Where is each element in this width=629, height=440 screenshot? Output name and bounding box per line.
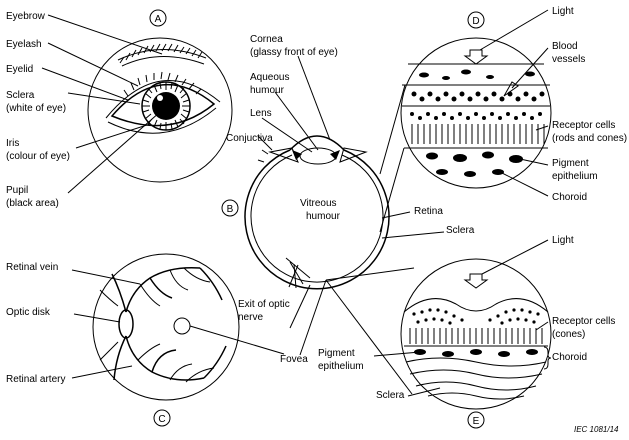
label-pigment-e-2: epithelium: [318, 361, 364, 372]
lens-shape: [299, 147, 337, 165]
label-iris-note: (colour of eye): [6, 151, 70, 162]
label-cornea-note: (glassy front of eye): [250, 47, 338, 58]
panel-c-marker: [153, 409, 171, 427]
retina-outline: [250, 154, 384, 283]
panel-d-connectors: [379, 84, 406, 233]
optic-disk-shape: [118, 309, 134, 339]
retinal-vessels: [111, 266, 227, 381]
panel-a-marker: [149, 9, 167, 27]
panel-e-leader-lines: [373, 239, 549, 397]
panel-d-letter: D: [472, 16, 479, 27]
label-pigment-d-2: epithelium: [552, 171, 598, 182]
blood-vessels-d: [419, 69, 535, 80]
label-light-e: Light: [552, 235, 574, 246]
fovea-shape: [173, 317, 191, 335]
light-arrow-d: [463, 49, 489, 65]
panel-d-circle: [400, 37, 552, 189]
cones-e: [404, 328, 548, 347]
iris-section: [292, 150, 340, 160]
panel-e-letter: E: [473, 416, 480, 427]
label-optic-nerve-2: nerve: [238, 312, 263, 323]
label-receptor-e: Receptor cells: [552, 316, 615, 327]
retina-layer-lines-d: [402, 63, 550, 149]
label-aqueous-2: humour: [250, 85, 285, 96]
lower-eyelid-line: [107, 107, 217, 134]
label-choroid-d: Choroid: [552, 192, 587, 203]
panel-b-letter: B: [227, 204, 234, 215]
light-arrow-e: [463, 273, 489, 289]
optic-nerve-shape: [285, 257, 311, 289]
label-iris: Iris: [6, 138, 19, 149]
label-vitreous-2: humour: [306, 211, 341, 222]
panel-e-connectors: [325, 267, 415, 395]
fovea-surface: [403, 298, 549, 313]
label-blood-vessels-2: vessels: [552, 54, 585, 65]
upper-eyelid-crease: [105, 80, 221, 119]
label-eyebrow: Eyebrow: [6, 11, 46, 22]
panel-c-fundus: Retinal vein Optic disk Retinal artery C: [6, 253, 285, 427]
panel-e-circle: [400, 258, 552, 410]
cone-nuclei-e: [412, 308, 540, 325]
label-retinal-vein: Retinal vein: [6, 262, 58, 273]
panel-b-marker: [221, 199, 239, 217]
label-receptor-e-note: (cones): [552, 329, 585, 340]
panel-a-external-eye: Eyebrow Eyelash Eyelid Sclera (white of …: [6, 9, 233, 209]
label-conjuctiva: Conjuctiva: [226, 133, 273, 144]
label-eyelid: Eyelid: [6, 64, 33, 75]
label-optic-nerve: Exit of optic: [238, 299, 290, 310]
panel-b-leader-lines: [257, 55, 445, 356]
label-blood-vessels: Blood: [552, 41, 578, 52]
label-cornea: Cornea: [250, 34, 283, 45]
panel-e-marker: [467, 411, 485, 429]
panel-d-marker: [467, 11, 485, 29]
label-pupil: Pupil: [6, 185, 28, 196]
label-eyelash: Eyelash: [6, 39, 42, 50]
label-receptor-d-note: (rods and cones): [552, 133, 627, 144]
eyebrow-drawing: [117, 43, 207, 67]
label-pigment-e: Pigment: [318, 348, 355, 359]
label-pupil-note: (black area): [6, 198, 59, 209]
label-pigment-d: Pigment: [552, 158, 589, 169]
label-retinal-artery: Retinal artery: [6, 374, 65, 385]
label-choroid-e: Choroid: [552, 352, 587, 363]
panel-a-leader-lines: [41, 14, 163, 194]
panel-a-letter: A: [155, 14, 162, 25]
panel-d-leader-lines: [479, 9, 549, 197]
label-lens: Lens: [250, 108, 272, 119]
choroid-bracket-e: [543, 346, 552, 370]
sclera-outline: [244, 149, 390, 290]
label-optic-disk: Optic disk: [6, 307, 51, 318]
iris-texture: [142, 82, 190, 130]
pigment-epithelium-d: [426, 151, 523, 177]
panel-c-leader-lines: [71, 269, 285, 379]
label-retina: Retina: [414, 206, 443, 217]
retinal-vessel-branches: [99, 267, 215, 383]
pigment-epithelium-e: [414, 349, 538, 357]
figure-reference: IEC 1081/14: [574, 425, 619, 434]
label-sclera-e: Sclera: [376, 390, 405, 401]
label-receptor-d: Receptor cells: [552, 120, 615, 131]
panel-c-circle: [92, 253, 240, 401]
nuclei-layer-d: [410, 91, 545, 120]
panel-a-circle: [87, 37, 233, 183]
panel-e-fovea-retina: Light Receptor cells (cones) Choroid Pig…: [318, 235, 615, 429]
label-sclera-b: Sclera: [446, 225, 475, 236]
rods-cones-d: [411, 124, 545, 144]
cornea-shape: [289, 135, 345, 151]
eyelash-drawing: [123, 71, 202, 97]
panel-b-cross-section: Cornea (glassy front of eye) Aqueous hum…: [221, 34, 475, 365]
choroid-sclera-e: [405, 357, 547, 400]
panel-d-peripheral-retina: Light Blood vessels Receptor cells (rods…: [379, 6, 627, 233]
label-vitreous: Vitreous: [300, 198, 337, 209]
label-light-d: Light: [552, 6, 574, 17]
conjuctiva-shape: [257, 149, 269, 163]
label-fovea: Fovea: [280, 354, 308, 365]
label-aqueous: Aqueous: [250, 72, 289, 83]
pupil-highlight: [157, 95, 163, 101]
label-sclera-a: Sclera: [6, 90, 35, 101]
panel-c-letter: C: [158, 414, 165, 425]
label-sclera-a-note: (white of eye): [6, 103, 66, 114]
